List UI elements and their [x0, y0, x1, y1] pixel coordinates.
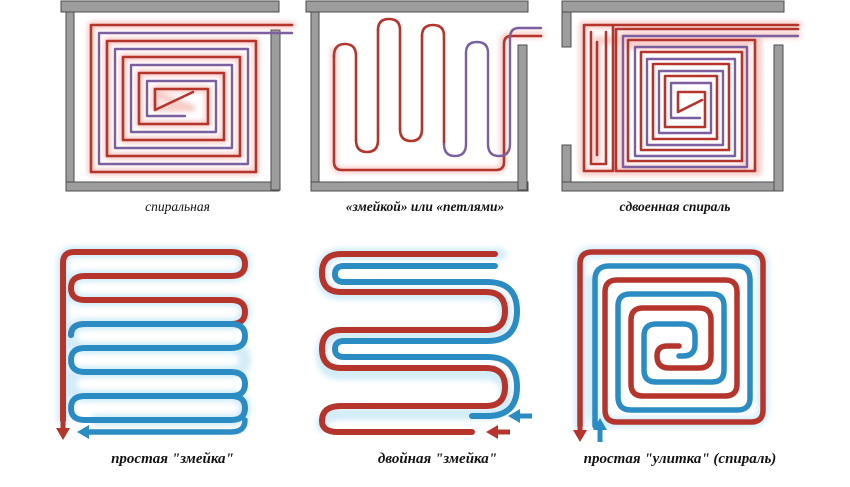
pipe-red	[332, 17, 543, 172]
serpentine-diagram	[305, 0, 545, 192]
supply-arrow	[573, 418, 587, 442]
double-snake-diagram	[316, 248, 532, 439]
pipe-red	[89, 23, 294, 174]
pipe-blue-return	[332, 263, 520, 419]
room-walls	[60, 0, 281, 192]
pipe-blue-return	[68, 321, 248, 423]
panel-simple-snake	[45, 240, 300, 445]
supply-arrow	[486, 425, 510, 439]
return-arrow	[593, 418, 607, 442]
room-walls	[305, 0, 529, 192]
pipe-glow	[87, 21, 296, 176]
spiral-diagram	[60, 0, 296, 192]
pipe-red-supply	[319, 251, 508, 435]
pipe-red-edge-zone	[582, 23, 800, 173]
pipe-purple	[97, 31, 294, 166]
pipe-red-supply	[577, 249, 766, 429]
pipe-purple	[442, 26, 543, 158]
pipe-red-spiral	[614, 27, 800, 173]
panel-spiral	[60, 0, 296, 195]
pipe-blue-outlet	[87, 417, 248, 435]
panel-serpentine	[305, 0, 545, 195]
pipe-blue-return	[592, 263, 753, 429]
pipe-purple	[621, 34, 800, 169]
caption-double-spiral: сдвоенная спираль	[619, 199, 731, 214]
simple-snake-diagram	[56, 246, 251, 440]
double-spiral-diagram	[561, 0, 802, 192]
return-arrow	[77, 425, 101, 439]
caption-snail: простая "улитка" (спираль)	[583, 451, 777, 467]
snail-diagram	[573, 246, 769, 442]
panel-double-spiral	[550, 0, 802, 195]
caption-simple-snake: простая "змейка"	[111, 451, 234, 467]
supply-arrow	[56, 416, 70, 440]
caption-spiral: спиральная	[145, 199, 210, 214]
caption-double-snake: двойная "змейка"	[377, 451, 498, 467]
room-walls	[561, 0, 785, 192]
return-arrow	[508, 409, 532, 423]
caption-serpentine: «змейкой» или «петлями»	[345, 199, 505, 214]
panel-snail	[555, 240, 805, 445]
panel-double-snake	[310, 240, 565, 445]
